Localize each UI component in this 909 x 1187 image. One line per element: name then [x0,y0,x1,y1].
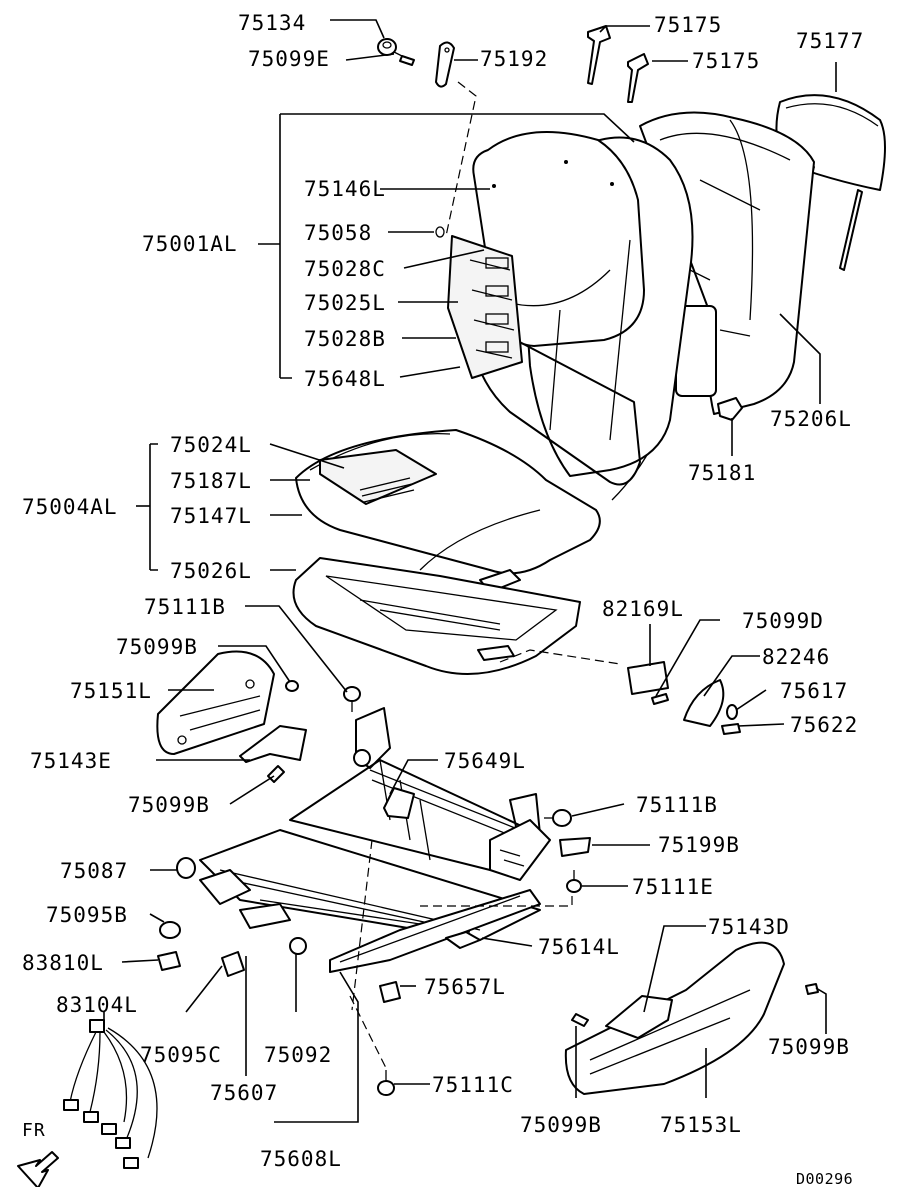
label-75001AL: 75001AL [142,232,238,256]
part-75095C-clip [221,951,245,977]
part-82246-escutcheon [683,679,725,727]
part-75111C-bolt [377,1070,395,1096]
label-75099B-a: 75099B [116,635,198,659]
part-83810L-connector [157,951,181,971]
label-75657L: 75657L [424,975,506,999]
part-75614L-harness [445,931,481,949]
label-83104L: 83104L [56,993,138,1017]
dashed-guide-lines [349,81,621,1069]
label-75151L: 75151L [70,679,152,703]
label-75175-b: 75175 [692,49,760,73]
part-75134-nut [377,38,397,56]
part-75192-hinge-cover [435,41,455,88]
label-75111C: 75111C [432,1073,514,1097]
part-75199B-clip [559,837,591,857]
part-75175-headrest-guide-b [627,53,649,103]
part-75099B-screw-b [267,765,285,783]
part-83104L-harness [63,1019,158,1169]
label-75614L: 75614L [538,935,620,959]
part-number-labels: 75134 75099E 75192 75175 75175 75177 750… [22,11,864,1187]
part-75058-clip [435,226,445,238]
label-75607: 75607 [210,1081,278,1105]
label-75649L: 75649L [444,749,526,773]
label-75099B-d: 75099B [520,1113,602,1137]
part-75099B-screw-c [805,983,819,995]
label-75058: 75058 [304,221,372,245]
label-75608L: 75608L [260,1147,342,1171]
part-seat-adjuster-frame [199,707,551,973]
part-75147L-seat-cover [295,429,601,593]
label-75187L: 75187L [170,469,252,493]
part-75099B-screw-a [285,680,299,692]
label-75134: 75134 [238,11,306,35]
label-75177: 75177 [796,29,864,53]
part-75092-cap [289,937,307,955]
label-75099D: 75099D [742,609,824,633]
part-75087-bushing [176,857,196,879]
label-75622: 75622 [790,713,858,737]
diagram-id: D00296 [796,1170,853,1187]
part-75657L-cover [379,981,401,1003]
part-75099B-screw-d [571,1013,589,1027]
label-fr: FR [22,1120,46,1141]
label-75143D: 75143D [708,915,790,939]
label-75143E: 75143E [30,749,112,773]
label-75025L: 75025L [304,291,386,315]
part-75111E-bolt [566,870,582,893]
part-75143E-bracket [239,725,307,763]
label-75099B-c: 75099B [768,1035,850,1059]
part-75095B-clip [159,921,181,939]
label-75111E: 75111E [632,875,714,899]
part-75181-knob [717,397,743,421]
label-75153L: 75153L [660,1113,742,1137]
part-75111B-bolt-right [544,809,572,827]
part-75025L-pad [447,235,523,379]
part-75617-knob [726,704,738,720]
part-75175-headrest-guide-a [587,25,611,85]
part-75099D-screw [651,693,669,705]
part-75622-cap [721,723,741,735]
leader-lines [103,19,837,1123]
label-75028C: 75028C [304,257,386,281]
label-75026L: 75026L [170,559,252,583]
label-75617: 75617 [780,679,848,703]
label-75175-a: 75175 [654,13,722,37]
label-75192: 75192 [480,47,548,71]
label-83810L: 83810L [22,951,104,975]
part-75099E-screw [393,51,415,66]
part-75649L-bracket [383,787,415,819]
label-75111B-right: 75111B [636,793,718,817]
label-75092: 75092 [264,1043,332,1067]
label-82246: 82246 [762,645,830,669]
label-75099E: 75099E [248,47,330,71]
part-75143D-bracket [605,995,673,1039]
part-82169L-switch [627,661,669,695]
label-75095B: 75095B [46,903,128,927]
label-75147L: 75147L [170,504,252,528]
label-75095C: 75095C [140,1043,222,1067]
part-75153L-side-shield [564,941,785,1095]
label-75099B-b: 75099B [128,793,210,817]
label-75004AL: 75004AL [22,495,118,519]
part-75151L-shield [156,650,275,755]
part-75026L-seat-pad [292,557,581,675]
label-75111B-top: 75111B [144,595,226,619]
label-82169L: 82169L [602,597,684,621]
front-direction-arrow-icon [17,1151,59,1187]
label-75648L: 75648L [304,367,386,391]
part-75111B-bolt-top [343,686,361,712]
label-75087: 75087 [60,859,128,883]
label-75206L: 75206L [770,407,852,431]
label-75199B: 75199B [658,833,740,857]
label-75024L: 75024L [170,433,252,457]
label-75146L: 75146L [304,177,386,201]
label-75181: 75181 [688,461,756,485]
label-75028B: 75028B [304,327,386,351]
